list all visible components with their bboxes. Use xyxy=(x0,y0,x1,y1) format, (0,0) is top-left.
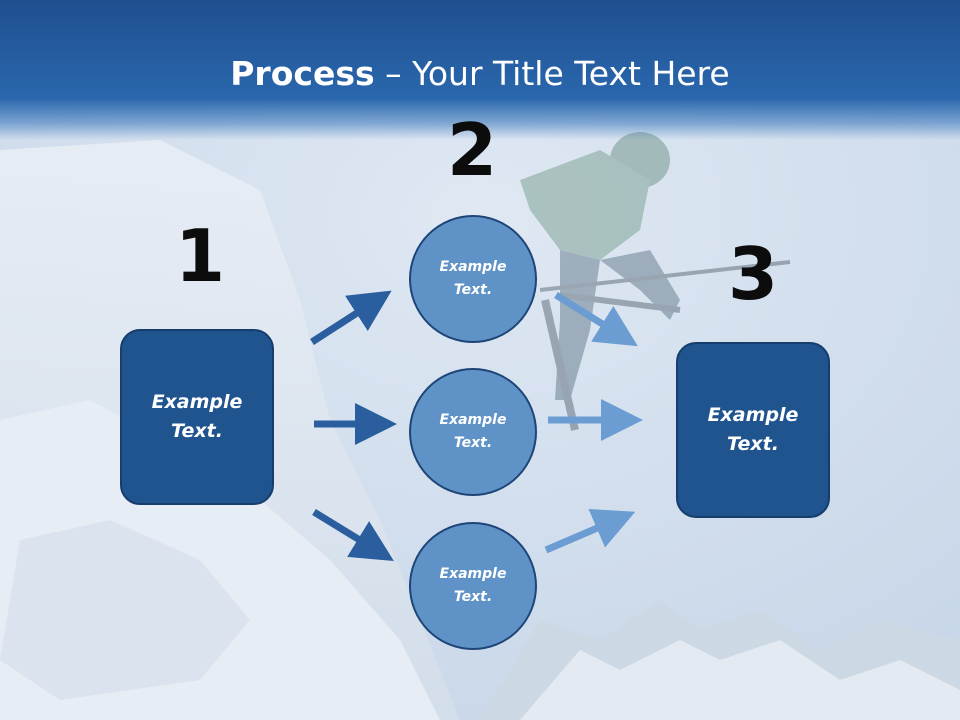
step-1-box: Example Text. xyxy=(120,329,274,505)
arrow-circle-bottom-to-3 xyxy=(544,508,636,554)
step-number-2: 2 xyxy=(446,108,498,192)
title-bold: Process xyxy=(230,54,375,93)
title-rest: – Your Title Text Here xyxy=(374,54,730,93)
circle-bottom: Example Text. xyxy=(409,522,537,650)
circle-middle-label: Example Text. xyxy=(439,412,507,451)
circle-top: Example Text. xyxy=(409,215,537,343)
step-number-3: 3 xyxy=(727,232,779,316)
circle-bottom-label: Example Text. xyxy=(439,566,507,605)
arrow-circle-top-to-3 xyxy=(554,292,638,347)
arrow-1-to-circle-top xyxy=(310,290,392,345)
step-1-label: Example Text. xyxy=(151,391,243,442)
slide-title: Process – Your Title Text Here xyxy=(0,52,960,96)
step-3-box: Example Text. xyxy=(676,342,830,518)
circle-top-label: Example Text. xyxy=(439,259,507,298)
title-bar xyxy=(0,0,960,140)
arrow-1-to-circle-bottom xyxy=(312,509,394,561)
circle-middle: Example Text. xyxy=(409,368,537,496)
step-3-label: Example Text. xyxy=(707,404,799,455)
step-number-1: 1 xyxy=(174,214,226,298)
